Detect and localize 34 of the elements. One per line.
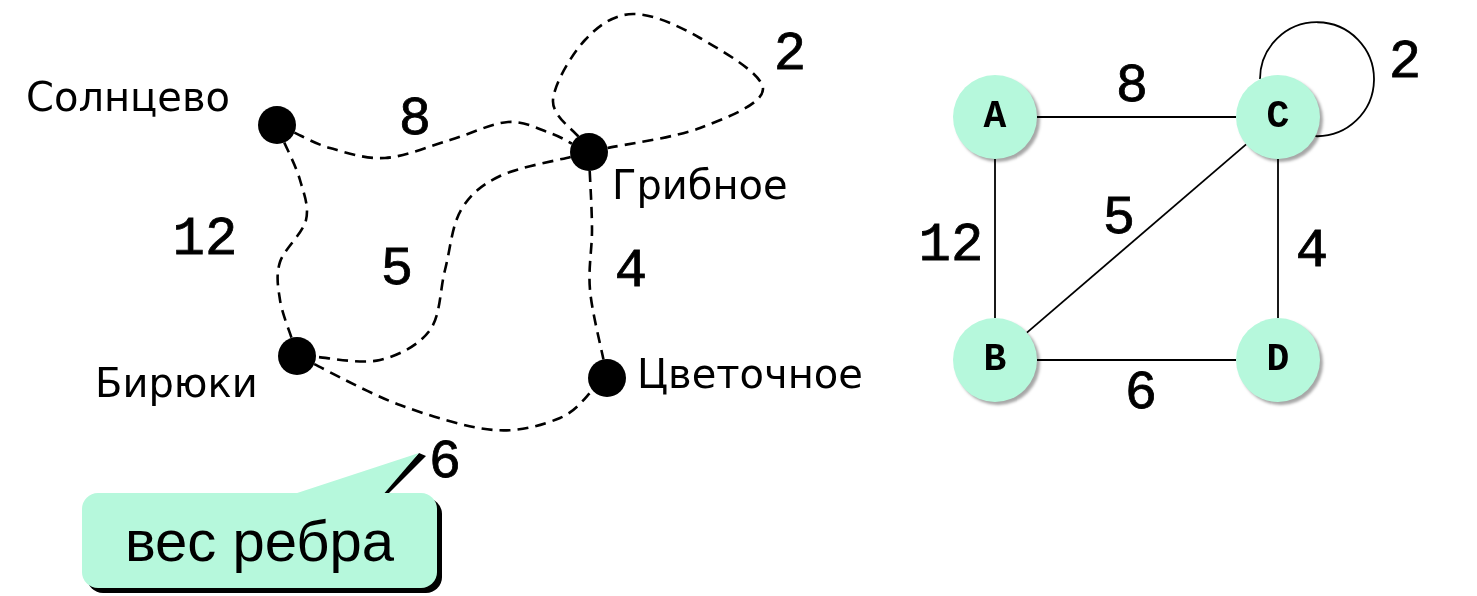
weight-label: 12 <box>172 213 238 267</box>
edge-line <box>1036 116 1237 118</box>
vertex-circle: C <box>1236 75 1320 159</box>
edge-line <box>1277 158 1279 319</box>
vertex-dot <box>570 133 608 171</box>
edge-line <box>1026 143 1247 334</box>
vertex-circle: B <box>953 318 1037 402</box>
place-name: Солнцево <box>26 73 230 121</box>
dashed-edge <box>588 170 605 360</box>
dashed-edge <box>551 12 765 150</box>
edge-line <box>994 158 996 319</box>
edge-line <box>1259 21 1375 138</box>
vertex-dot <box>588 359 626 397</box>
weight-label: 8 <box>398 93 432 147</box>
weight-label: 6 <box>428 436 462 490</box>
weight-label: 12 <box>918 219 984 273</box>
weight-label: 5 <box>380 243 414 297</box>
dashed-edge <box>276 141 309 339</box>
weight-label: 4 <box>614 245 648 299</box>
place-name: Бирюки <box>95 359 258 407</box>
weight-label: 5 <box>1102 192 1136 246</box>
vertex-dot <box>278 337 316 375</box>
dashed-edge <box>293 120 573 160</box>
weight-label: 2 <box>1388 36 1422 90</box>
vertex-dot <box>258 106 296 144</box>
edge-line <box>1036 359 1237 361</box>
vertex-circle: D <box>1236 318 1320 402</box>
weight-label: 4 <box>1295 225 1329 279</box>
place-name: Грибное <box>612 161 788 209</box>
weight-label: 2 <box>773 28 807 82</box>
vertex-circle: A <box>953 75 1037 159</box>
weight-label: 6 <box>1124 367 1158 421</box>
place-name: Цветочное <box>637 350 863 398</box>
weight-label: 8 <box>1115 60 1149 114</box>
